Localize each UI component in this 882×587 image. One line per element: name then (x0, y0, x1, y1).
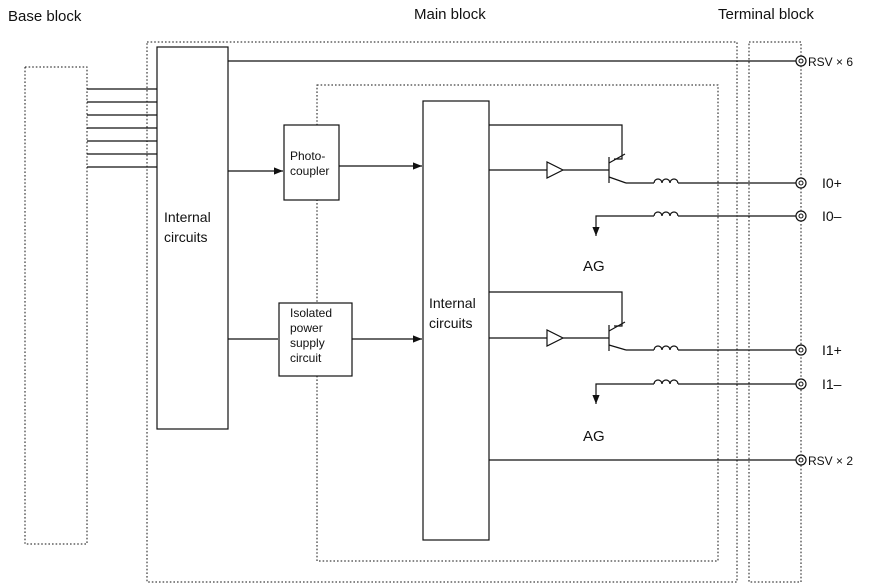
inner-isolated-region (316, 84, 719, 562)
i0-plus-label: I0+ (822, 175, 842, 191)
terminal-i0-plus (795, 177, 807, 189)
isolated-power-supply-label: Isolated power supply circuit (290, 306, 335, 365)
base-block-header: Base block (8, 8, 82, 25)
main-block-header: Main block (414, 6, 486, 23)
channel0-output-stage (489, 124, 796, 236)
i0-minus-label: I0– (822, 208, 842, 224)
internal-circuits-left-label: Internal circuits (164, 209, 215, 245)
rsv-top-label: RSV × 6 (808, 55, 853, 69)
terminal-i1-minus (795, 378, 807, 390)
terminal-i0-minus (795, 210, 807, 222)
terminal-block-header: Terminal block (718, 6, 814, 23)
ag-label-2: AG (583, 428, 605, 445)
terminal-block-region (748, 41, 802, 583)
photocoupler-box (283, 124, 340, 201)
base-block-region (24, 66, 88, 545)
internal-circuits-center-label: Internal circuits (429, 295, 480, 331)
i1-plus-label: I1+ (822, 342, 842, 358)
isolated-power-supply-box (278, 302, 353, 377)
rsv-bottom-label: RSV × 2 (808, 454, 853, 468)
internal-circuits-left-box (156, 46, 229, 430)
internal-circuits-center-box (422, 100, 490, 541)
i1-minus-label: I1– (822, 376, 842, 392)
photocoupler-label: Photo- coupler (290, 149, 329, 178)
channel1-output-stage (489, 291, 796, 404)
bus-lines (87, 88, 157, 168)
terminal-rsv-top (795, 55, 807, 67)
terminal-rsv-bottom (795, 454, 807, 466)
terminal-i1-plus (795, 344, 807, 356)
ag-label-1: AG (583, 258, 605, 275)
